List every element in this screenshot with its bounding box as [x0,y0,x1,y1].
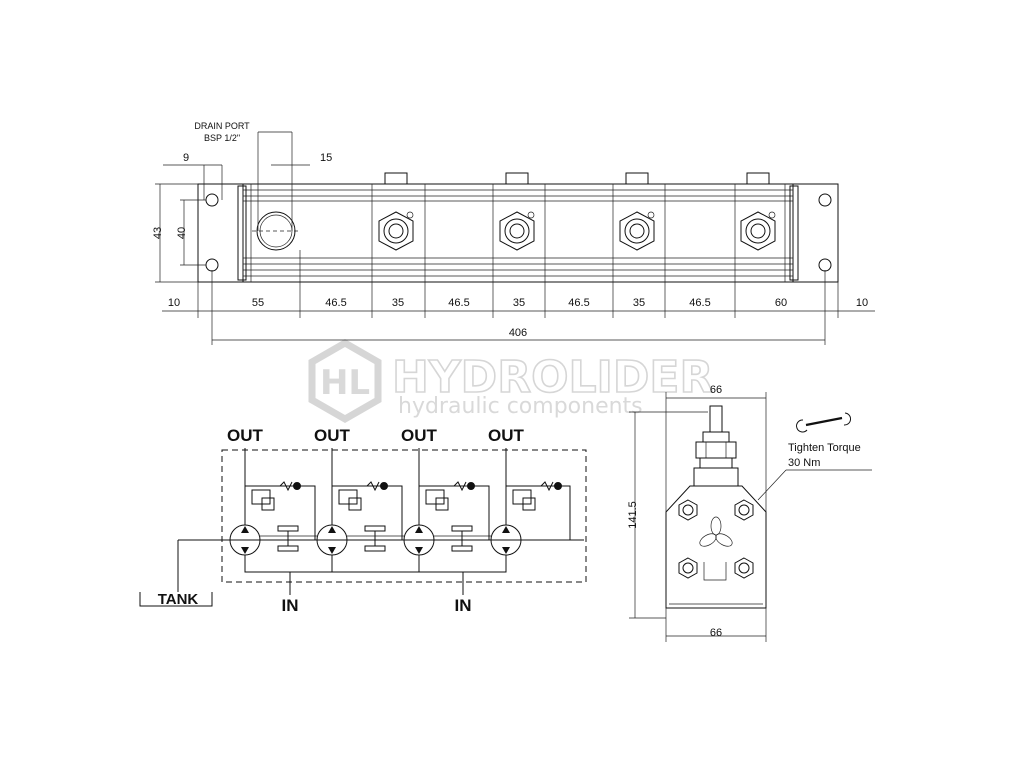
logo-mark: HL [320,363,370,403]
drain-port-label: DRAIN PORT [194,121,250,131]
dim-bottom: 55 [252,297,264,309]
out-label: OUT [488,426,525,445]
relief-valve [506,481,571,540]
hexagon-logo-icon [308,338,382,424]
mount-hole [818,193,832,207]
wrench-icon [796,412,851,433]
dim-bottom: 46.5 [448,297,469,309]
watermark-tagline: hydraulic components [398,394,643,419]
dim-bottom: 46.5 [325,297,346,309]
dim-total-length: 406 [509,327,527,339]
dim-width-top: 66 [710,384,722,396]
torque-label: Tighten Torque [788,442,861,454]
dim-bottom: 46.5 [568,297,589,309]
mount-hole [205,258,219,272]
dim-bottom: 46.5 [689,297,710,309]
mount-hole [205,193,219,207]
out-label: OUT [227,426,264,445]
torque-value: 30 Nm [788,457,820,469]
mount-hole [818,258,832,272]
side-view: 66 66 141.5 Tighten Torque 30 Nm [627,384,872,642]
in-label: IN [455,596,472,615]
divider-body [242,183,794,283]
hydraulic-schematic: OUT OUT OUT OUT [139,426,587,615]
dim-bottom: 60 [775,297,787,309]
outlet-fitting [619,172,655,251]
trefoil-icon [699,516,733,547]
schematic-boundary [221,449,587,583]
in-label: IN [282,596,299,615]
outlet-fitting [499,172,535,251]
tank-symbol [139,592,213,607]
dim-40: 40 [176,227,188,239]
dim-bottom: 35 [392,297,404,309]
relief-valve [419,481,490,540]
dim-height: 141.5 [627,501,639,529]
left-flange [197,183,244,283]
relief-valve [245,481,316,540]
top-view: DRAIN PORT BSP 1/2" 9 15 43 40 [152,121,875,345]
dim-bottom: 35 [513,297,525,309]
out-label: OUT [314,426,351,445]
dim-43: 43 [152,227,164,239]
outlet-fitting [378,172,414,251]
drain-port-size: BSP 1/2" [204,133,240,143]
tank-label: TANK [158,591,199,608]
dim-bottom: 10 [856,297,868,309]
dim-15: 15 [320,152,332,164]
dim-bottom: 10 [168,297,180,309]
dim-9: 9 [183,152,189,164]
dim-width-bottom: 66 [710,627,722,639]
watermark: HL HYDROLIDER hydraulic components [308,338,714,424]
watermark-brand: HYDROLIDER [392,352,713,403]
relief-valve [332,481,403,540]
out-label: OUT [401,426,438,445]
outlet-fitting [740,172,776,251]
dim-bottom: 35 [633,297,645,309]
